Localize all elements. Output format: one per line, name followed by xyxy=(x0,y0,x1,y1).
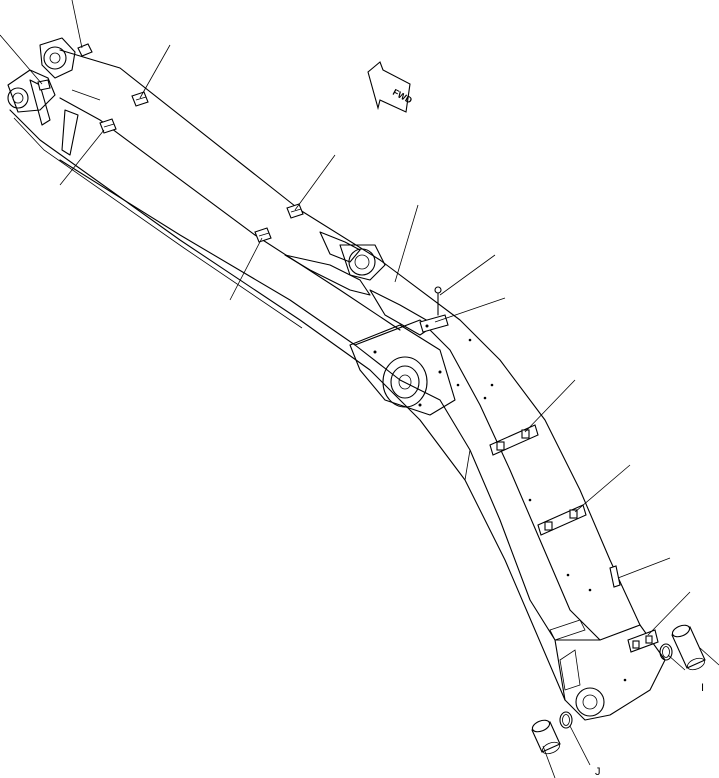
boom-body xyxy=(9,49,666,721)
bolt-holes xyxy=(456,338,627,682)
pad-side-2 xyxy=(254,227,272,243)
clamp-band-3 xyxy=(609,565,621,588)
clamp-rear-top xyxy=(77,43,93,57)
callout-label-bushing-bottom: J xyxy=(595,766,601,778)
boom-rear-end xyxy=(7,37,101,156)
pad-top-2 xyxy=(286,203,304,219)
callout-label-bushing-right: I xyxy=(701,682,704,694)
grease-fitting xyxy=(419,286,449,333)
pad-side-1 xyxy=(99,118,117,134)
pad-top-1 xyxy=(131,91,149,107)
clamp-band-1 xyxy=(489,424,539,456)
bushing-right xyxy=(671,624,706,671)
fwd-direction-badge: FWD xyxy=(367,61,414,113)
o-ring-right xyxy=(659,643,673,661)
o-ring-bottom xyxy=(559,711,573,729)
clamp-band-2 xyxy=(537,504,587,536)
boom-side-plate xyxy=(349,324,456,416)
bushing-bottom xyxy=(531,719,561,755)
clamp-front-end xyxy=(627,629,659,653)
